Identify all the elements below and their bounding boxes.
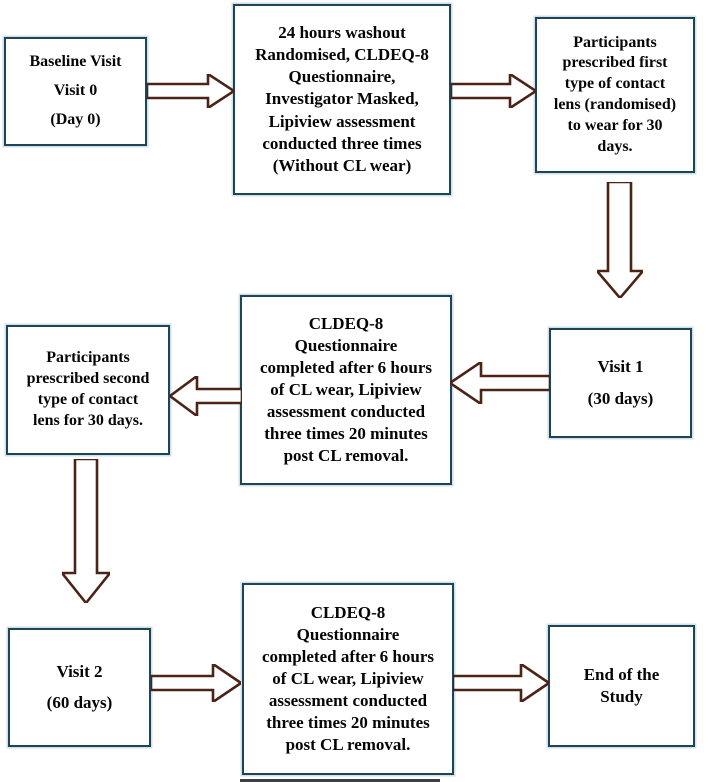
text-line: Randomised, CLDEQ-8 bbox=[255, 45, 429, 65]
text-line: (30 days) bbox=[587, 388, 654, 408]
arrow-down-second-lens-to-visit2-icon bbox=[62, 459, 110, 603]
text-line: lens for 30 days. bbox=[33, 411, 143, 429]
text-line: type of contact bbox=[37, 391, 139, 408]
text-line: of CL wear, Lipiview bbox=[272, 668, 424, 688]
box-text: Participants prescribed first type of cont… bbox=[554, 33, 676, 158]
text-line: completed after 6 hours bbox=[259, 357, 433, 377]
text-line: Questionnaire bbox=[294, 335, 398, 355]
text-line: Investigator Masked, bbox=[265, 89, 419, 109]
text-line: (Day 0) bbox=[50, 110, 101, 128]
arrow-down-first-lens-to-visit1-icon bbox=[597, 182, 643, 298]
text-line: assessment conducted bbox=[266, 402, 426, 422]
text-line: assessment conducted bbox=[268, 691, 428, 711]
text-line: CLDEQ-8 bbox=[308, 313, 384, 333]
bottom-crop-line bbox=[240, 779, 440, 782]
text-line: of CL wear, Lipiview bbox=[270, 379, 422, 399]
text-line: CLDEQ-8 bbox=[310, 602, 386, 622]
text-line: (60 days) bbox=[46, 693, 113, 712]
text-line: Baseline Visit bbox=[29, 53, 122, 71]
text-line: 24 hours washout bbox=[278, 23, 406, 43]
text-line: Questionnaire, bbox=[288, 67, 396, 87]
arrow-right-baseline-to-washout-icon bbox=[147, 74, 234, 108]
text-line: days. bbox=[597, 137, 633, 155]
text-line: post CL removal. bbox=[285, 735, 411, 755]
text-line: lens (randomised) bbox=[553, 96, 677, 113]
box-text: Visit 2 (60 days) bbox=[47, 652, 113, 723]
text-line: prescribed second bbox=[26, 370, 150, 388]
text-line: to wear for 30 bbox=[567, 116, 663, 134]
flow-box-visit-2: Visit 2 (60 days) bbox=[8, 628, 151, 747]
arrow-left-cldeq-to-second-lens-icon bbox=[170, 376, 242, 416]
arrow-left-visit1-to-cldeq-icon bbox=[450, 362, 550, 404]
text-line: (Without CL wear) bbox=[272, 155, 412, 175]
text-line: Participants bbox=[46, 349, 130, 367]
text-line: Study bbox=[600, 687, 643, 706]
text-line: conducted three times bbox=[262, 133, 422, 153]
arrow-right-cldeq-to-end-icon bbox=[453, 664, 549, 702]
text-line: three times 20 minutes bbox=[264, 424, 428, 444]
flow-box-first-lens: Participants prescribed first type of cont… bbox=[535, 17, 695, 173]
arrow-right-washout-to-first-lens-icon bbox=[451, 74, 536, 108]
text-line: Visit 2 bbox=[56, 661, 103, 681]
text-line: type of contact bbox=[564, 75, 666, 93]
flow-box-second-lens: Participants prescribed second type of con… bbox=[6, 325, 170, 455]
text-line: End of the bbox=[583, 664, 660, 684]
text-line: Participants bbox=[573, 33, 657, 51]
text-line: completed after 6 hours bbox=[261, 646, 435, 666]
box-text: Visit 1 (30 days) bbox=[588, 347, 654, 418]
text-line: post CL removal. bbox=[283, 446, 409, 466]
text-line: prescribed first bbox=[562, 54, 668, 72]
text-line: three times 20 minutes bbox=[266, 713, 430, 733]
text-line: Visit 1 bbox=[597, 357, 644, 377]
text-line: Visit 0 bbox=[53, 82, 98, 100]
text-line: Lipiview assessment bbox=[268, 111, 416, 131]
flow-box-visit-1: Visit 1 (30 days) bbox=[549, 328, 692, 438]
text-line: Questionnaire bbox=[296, 624, 400, 644]
box-text: Participants prescribed second type of con… bbox=[27, 348, 150, 431]
arrow-right-visit2-to-cldeq-icon bbox=[151, 664, 241, 702]
